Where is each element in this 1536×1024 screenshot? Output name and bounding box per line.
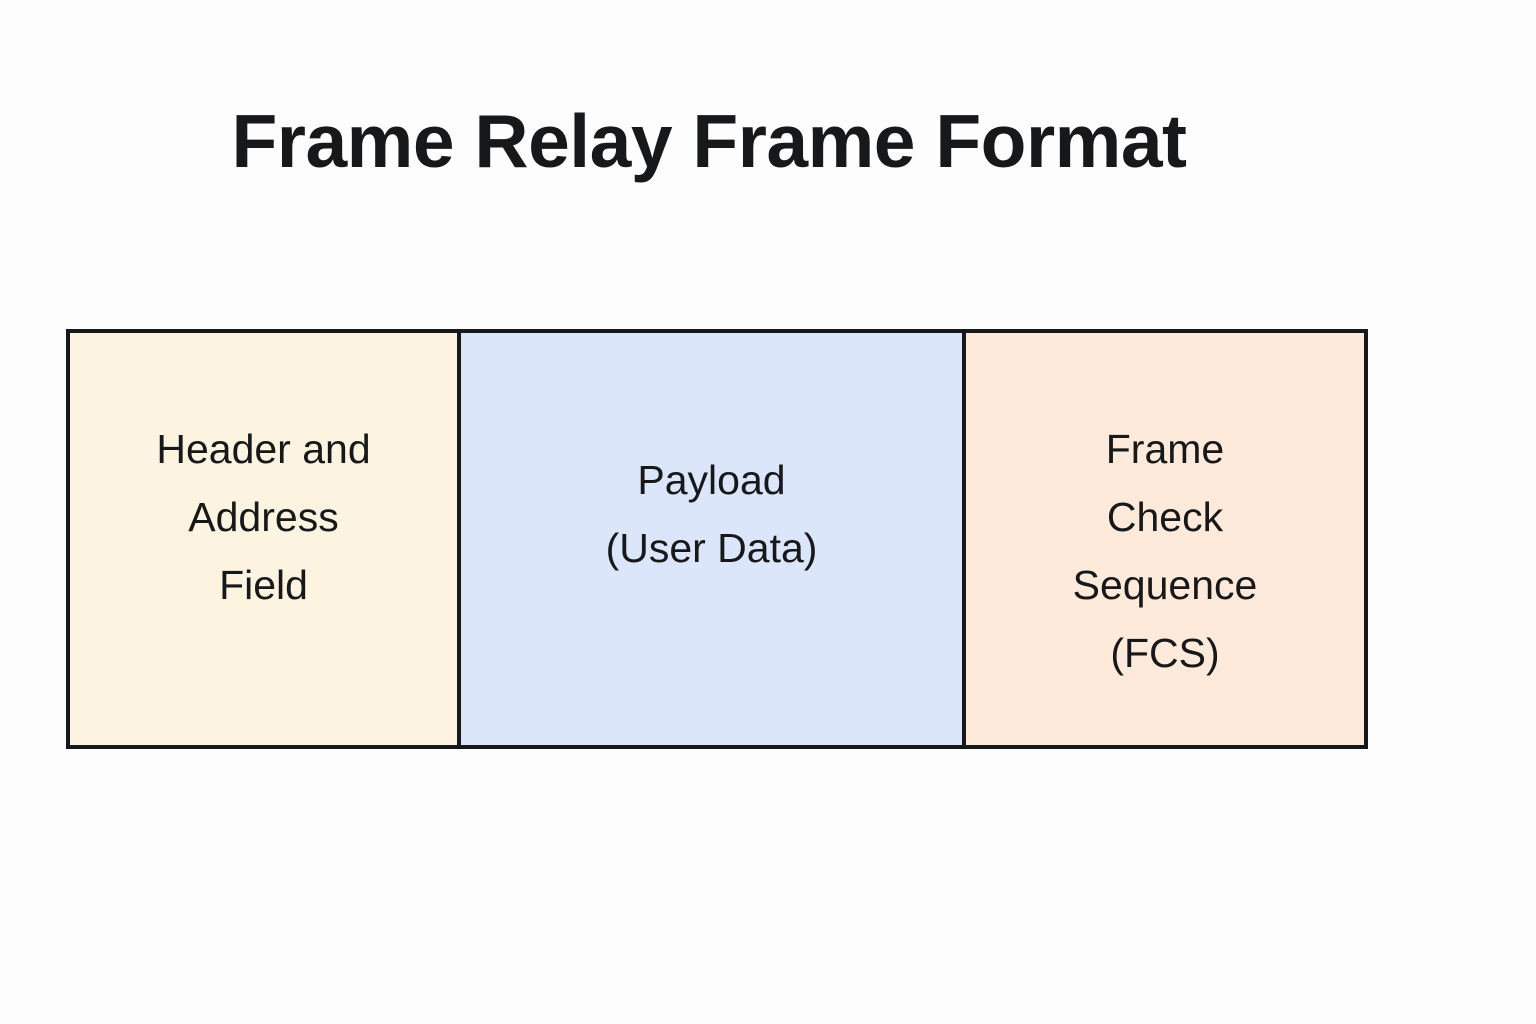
frame-field-payload: Payload (User Data)	[457, 333, 966, 745]
frame-field-frame-check-sequence-label: Frame Check Sequence (FCS)	[1072, 426, 1258, 676]
page-title: Frame Relay Frame Format	[231, 99, 1187, 183]
frame-field-frame-check-sequence: Frame Check Sequence (FCS)	[966, 333, 1364, 745]
frame-field-payload-label: Payload (User Data)	[605, 457, 818, 571]
frame-field-header-address: Header and Address Field	[70, 333, 457, 745]
frame-format-strip: Header and Address Field Payload (User D…	[66, 329, 1368, 749]
frame-field-header-address-label: Header and Address Field	[156, 426, 371, 608]
